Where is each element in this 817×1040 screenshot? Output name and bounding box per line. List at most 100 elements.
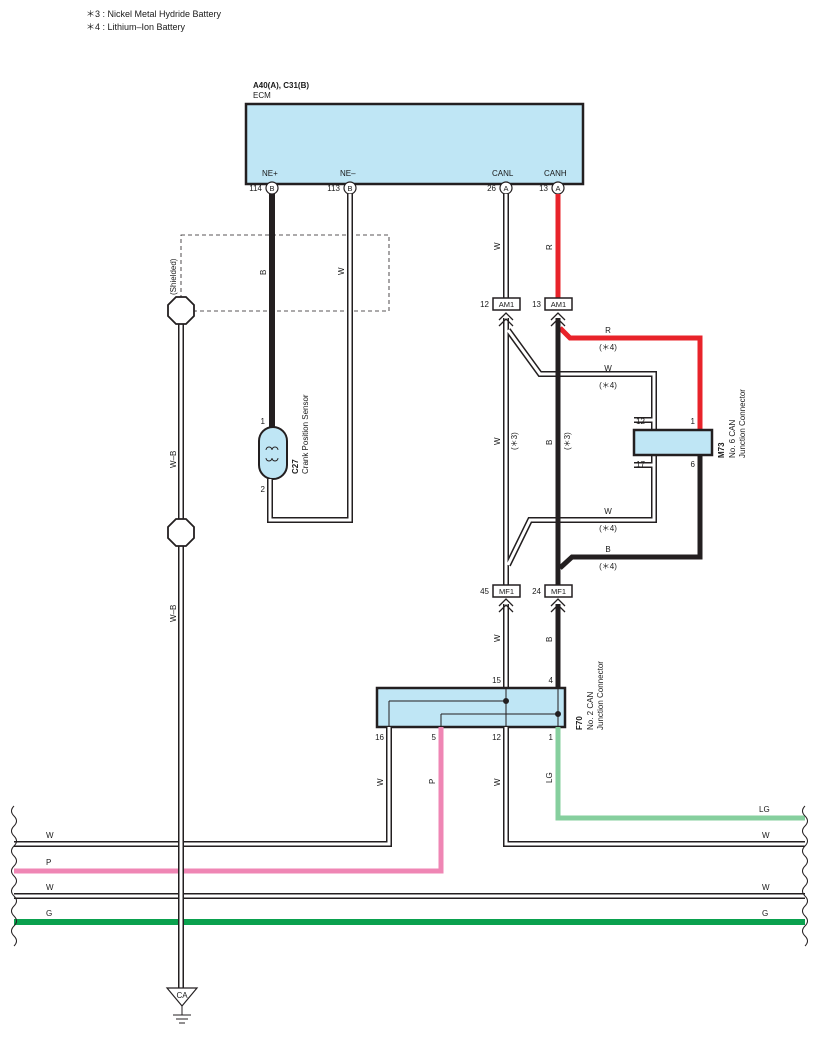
svg-text:113: 113 (327, 184, 340, 193)
svg-text:A: A (555, 184, 560, 193)
wire-canh-r (555, 194, 703, 430)
f70-line1: No. 2 CAN (586, 692, 595, 730)
wire-canh-b (555, 318, 703, 688)
wire-label-w-canl-3: W (493, 634, 502, 642)
svg-text:26: 26 (487, 184, 496, 193)
sensor-code: C27 (291, 459, 300, 474)
bus-label-lg-right: LG (759, 805, 770, 814)
svg-text:24: 24 (532, 587, 541, 596)
wire-label-b-canh-1: B (545, 440, 554, 445)
break-marks-right (802, 805, 808, 947)
svg-text:13: 13 (539, 184, 548, 193)
wire-label-wb-1: W–B (169, 451, 178, 468)
wire-f70-5-p (14, 727, 444, 874)
ecm-name: ECM (253, 91, 271, 100)
note-tag-canl: (＊3) (510, 432, 519, 450)
connector-am1-13: AM1 13 (532, 297, 573, 327)
sensor-pin1: 1 (261, 417, 266, 426)
ecm-pin-label-canh: CANH (544, 169, 567, 178)
wire-label-wb-2: W–B (169, 605, 178, 622)
svg-text:AM1: AM1 (551, 300, 566, 309)
shield-splice-bottom (167, 518, 195, 547)
note-3: ＊3 : Nickel Metal Hydride Battery (86, 9, 222, 19)
f70-internal-wiring (388, 688, 561, 727)
sensor-name: Crank Position Sensor (301, 394, 310, 474)
ecm-connector-code: A40(A), C31(B) (253, 81, 309, 90)
f70-junction-connector (375, 686, 567, 729)
note-tag-canh: (＊3) (563, 432, 572, 450)
svg-text:AM1: AM1 (499, 300, 514, 309)
m73-code: M73 (717, 442, 726, 458)
m73-junction-connector (632, 428, 714, 457)
svg-text:A: A (503, 184, 508, 193)
svg-text:13: 13 (532, 300, 541, 309)
m73-pin-12: 12 (636, 417, 645, 426)
svg-text:MF1: MF1 (551, 587, 566, 596)
m73-line2: Junction Connector (738, 389, 747, 458)
f70-pin-5: 5 (432, 733, 437, 742)
wire-f70-16-w (14, 727, 392, 847)
bus-label-g-left: G (46, 909, 52, 918)
ecm-pin-label-canl: CANL (492, 169, 514, 178)
wire-f70-12-w (503, 727, 805, 847)
ecm-pin-13: A 13 (539, 181, 565, 195)
f70-pin-12: 12 (492, 733, 501, 742)
wire-label-w-m73-bottom: W (604, 507, 612, 516)
wire-label-b-canh-2: B (545, 637, 554, 642)
f70-pin-4: 4 (549, 676, 554, 685)
svg-text:B: B (269, 184, 274, 193)
wire-label-w-ne: W (337, 267, 346, 275)
shield-splice-top (167, 296, 195, 325)
break-marks-left (11, 805, 17, 947)
svg-text:MF1: MF1 (499, 587, 514, 596)
svg-text:CA: CA (176, 991, 188, 1000)
ecm-pin-113: B 113 (327, 181, 357, 195)
bus-label-w-right-2: W (762, 883, 770, 892)
svg-text:45: 45 (480, 587, 489, 596)
sensor-pin2: 2 (261, 485, 266, 494)
wire-label-b-m73: B (605, 545, 610, 554)
wire-label-b-ne: B (259, 270, 268, 275)
wire-label-p-5: P (428, 779, 437, 784)
bus-label-p-left: P (46, 858, 51, 867)
f70-pin-1: 1 (549, 733, 554, 742)
f70-code: F70 (575, 716, 584, 730)
wire-label-w-12: W (493, 778, 502, 786)
svg-text:114: 114 (249, 184, 262, 193)
note-tag-r: (＊4) (599, 343, 617, 352)
ground-ca: CA (165, 987, 199, 1024)
connector-mf1-24: MF1 24 (532, 584, 573, 613)
connector-am1-12: AM1 12 (480, 297, 521, 327)
m73-pin-17: 17 (636, 460, 645, 469)
bus-label-w-left-1: W (46, 831, 54, 840)
ecm-pin-label-ne-minus: NE– (340, 169, 356, 178)
note-tag-w-bottom: (＊4) (599, 524, 617, 533)
shield-outline (180, 234, 390, 312)
f70-pin-15: 15 (492, 676, 501, 685)
bus-label-g-right: G (762, 909, 768, 918)
crank-position-sensor (258, 426, 288, 480)
ecm-box (244, 102, 585, 186)
wire-label-w-canl-1: W (493, 242, 502, 250)
m73-pin-1: 1 (691, 417, 696, 426)
m73-line1: No. 6 CAN (728, 420, 737, 458)
wire-label-w-16: W (376, 778, 385, 786)
f70-line2: Junction Connector (596, 661, 605, 730)
wire-label-r-m73: R (605, 326, 611, 335)
wire-label-w-canl-2: W (493, 437, 502, 445)
svg-text:B: B (347, 184, 352, 193)
shielded-label: (Shielded) (169, 258, 178, 295)
note-tag-b: (＊4) (599, 562, 617, 571)
bus-label-w-left-2: W (46, 883, 54, 892)
wire-label-r-canh: R (545, 244, 554, 250)
connector-mf1-45: MF1 45 (480, 584, 521, 613)
wire-f70-1-lg (555, 727, 805, 821)
wire-label-w-m73-top: W (604, 364, 612, 373)
svg-text:12: 12 (480, 300, 489, 309)
wire-canl-w (503, 194, 657, 688)
bus-label-w-right-1: W (762, 831, 770, 840)
ecm-pin-label-ne-plus: NE+ (262, 169, 278, 178)
wire-label-lg-1: LG (545, 772, 554, 783)
note-tag-w-top: (＊4) (599, 381, 617, 390)
